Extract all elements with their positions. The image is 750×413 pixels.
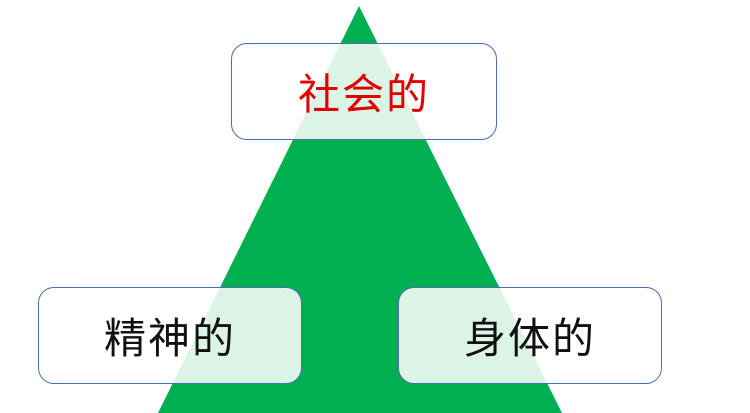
mental-box: 精神的 — [38, 287, 302, 384]
physical-label: 身体的 — [463, 314, 596, 363]
physical-box: 身体的 — [398, 287, 662, 384]
social-box: 社会的 — [231, 43, 497, 140]
mental-label: 精神的 — [103, 314, 236, 363]
social-label: 社会的 — [297, 70, 430, 119]
